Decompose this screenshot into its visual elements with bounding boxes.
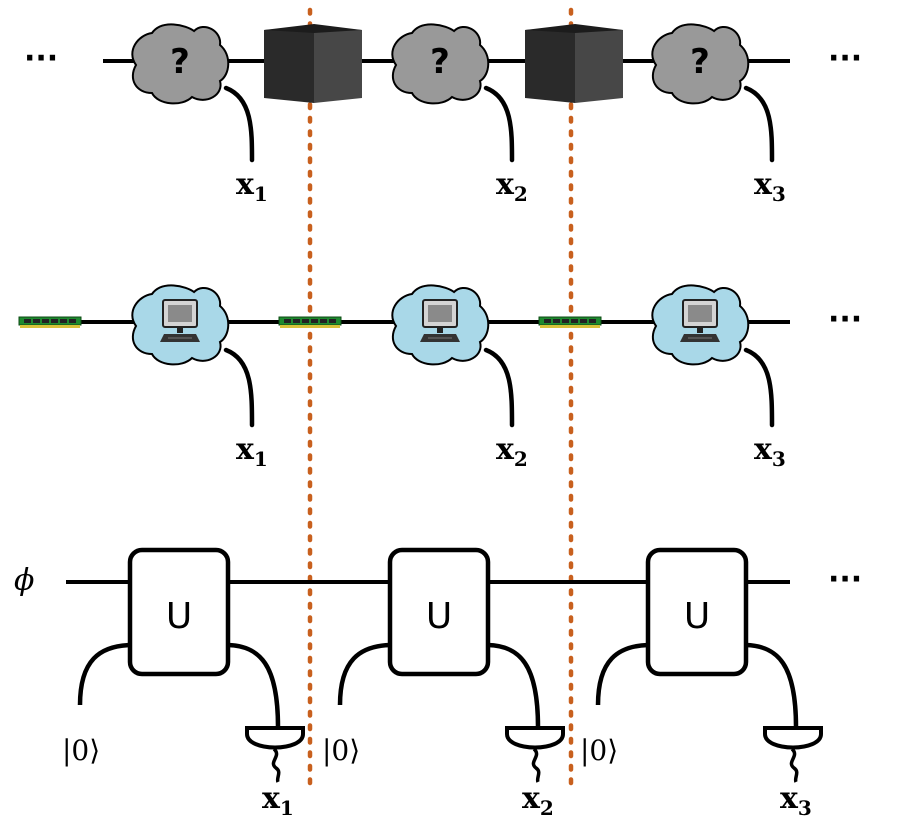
computer-icon [651, 284, 750, 366]
row-quantum: ϕ ··· U U U |0⟩ |0⟩ |0⟩ [14, 547, 862, 820]
output-label-x2: x2 [522, 781, 554, 820]
ellipsis-left: ··· [24, 41, 58, 76]
unknown-symbol: ? [430, 42, 450, 82]
ellipsis-right-row3: ··· [828, 562, 862, 597]
output-label-x2: x2 [496, 167, 528, 206]
unitary-gate-icon: U [645, 547, 749, 677]
output-leg [223, 347, 255, 428]
output-leg [483, 85, 515, 163]
computer-icon [131, 284, 230, 366]
ancilla-label: |0⟩ [62, 734, 100, 767]
output-leg [223, 85, 255, 163]
unknown-process-icon: ? [651, 23, 750, 105]
unknown-symbol: ? [690, 42, 710, 82]
meter-wire [745, 642, 799, 728]
output-leg [743, 85, 775, 163]
meter-wire [487, 642, 541, 728]
dividers [307, 7, 574, 793]
row-unknown: ··· ··· ? ? ? x1 [24, 23, 862, 206]
row-classical: ··· x1 x2 x3 [18, 284, 862, 471]
unknown-process-icon: ? [391, 23, 490, 105]
meter-wire [227, 642, 281, 728]
unknown-process-icon: ? [131, 23, 230, 105]
initial-state-label: ϕ [14, 563, 34, 598]
memory-chip-icon [18, 316, 82, 329]
gate-label: U [426, 596, 452, 637]
ancilla-wire [595, 642, 649, 706]
output-label-x3: x3 [780, 781, 812, 820]
gate-label: U [166, 596, 192, 637]
ellipsis-right-row2: ··· [828, 302, 862, 337]
output-leg [483, 347, 515, 428]
black-box-icon [264, 24, 362, 103]
output-label-x1: x1 [236, 167, 268, 206]
gate-label: U [684, 596, 710, 637]
ancilla-label: |0⟩ [322, 734, 360, 767]
measurement-meter-icon [245, 726, 305, 783]
unitary-gate-icon: U [127, 547, 231, 677]
output-label-x3: x3 [754, 167, 786, 206]
output-label-x1: x1 [262, 781, 294, 820]
ellipsis-right-row1: ··· [828, 41, 862, 76]
memory-chip-icon [278, 316, 342, 329]
ancilla-wire [337, 642, 391, 706]
output-label-x3: x3 [754, 432, 786, 471]
output-leg [743, 347, 775, 428]
measurement-meter-icon [763, 726, 823, 783]
measurement-meter-icon [505, 726, 565, 783]
ancilla-label: |0⟩ [580, 734, 618, 767]
computer-icon [391, 284, 490, 366]
ancilla-wire [77, 642, 131, 706]
black-box-icon [525, 24, 623, 103]
memory-chip-icon [538, 316, 602, 329]
unknown-symbol: ? [170, 42, 190, 82]
output-label-x2: x2 [496, 432, 528, 471]
unitary-gate-icon: U [387, 547, 491, 677]
output-label-x1: x1 [236, 432, 268, 471]
